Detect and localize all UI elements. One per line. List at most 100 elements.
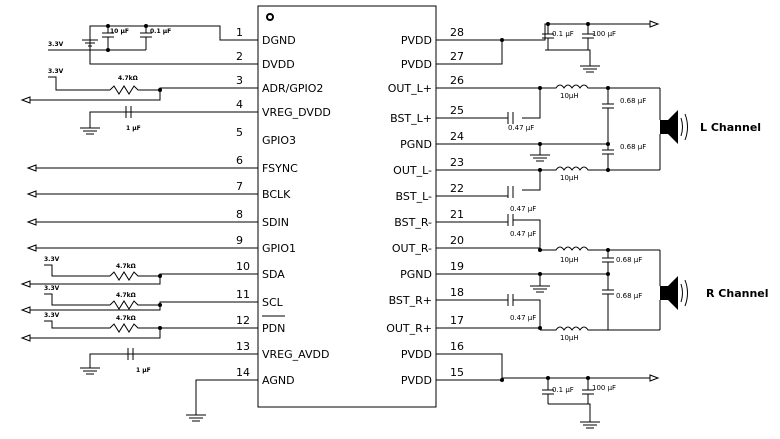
vreg-avdd-cap: 1 μF [80,348,258,375]
pin-label: OUT_R- [392,242,432,255]
pin-number: 21 [450,208,464,221]
pin-number: 11 [236,288,250,301]
svg-text:0.68 μF: 0.68 μF [616,292,642,300]
pin-number: 9 [236,234,243,247]
cap-100uF-bottom: 100 μF [592,384,616,392]
dvdd-decoupling: 3.3V 10 μF 0.1 μF [48,24,258,65]
pin-number: 16 [450,340,464,353]
svg-text:0.68 μF: 0.68 μF [616,256,642,264]
svg-text:4.7kΩ: 4.7kΩ [116,292,136,299]
pin-label: FSYNC [262,162,298,175]
i2c-pullups: 3.3V 4.7kΩ 3.3V 4.7kΩ 3.3V 4.7kΩ [20,256,258,342]
pin-number: 24 [450,130,464,143]
cap-10uF: 10 μF [110,28,129,35]
pin-number: 10 [236,260,250,273]
cap-01uF-top: 0.1 μF [552,30,574,38]
right-channel-label: R Channel [706,287,769,300]
adr-network: 3.3V 4.7kΩ [20,68,258,104]
label-3v3-a: 3.3V [48,41,64,48]
pin-number: 23 [450,156,464,169]
pin-label: DGND [262,34,296,47]
pin-label: ADR/GPIO2 [262,82,323,95]
pin-label: PGND [400,138,432,151]
vreg-dvdd-cap: 1 μF [80,106,258,135]
pin-label: PVDD [401,374,432,387]
right-pin-group: 28PVDD27PVDD26OUT_L+25BST_L+24PGND23OUT_… [386,26,464,387]
pin-number: 22 [450,182,464,195]
pin-label: BCLK [262,188,291,201]
right-channel-filter: 0.47 μF 10μH 0.68 μF 0.68 μF 0.47 μF 10μ… [436,214,769,342]
pin-number: 1 [236,26,243,39]
pin-label: OUT_L- [393,164,432,177]
svg-text:0.47 μF: 0.47 μF [510,314,536,322]
pin-number: 2 [236,50,243,63]
i2s-inputs [26,164,258,252]
pin-number: 15 [450,366,464,379]
pin-number: 7 [236,180,243,193]
pin-number: 14 [236,366,250,379]
ic-body [257,5,437,408]
pin-label: SDIN [262,216,289,229]
pin-label: BST_R- [394,216,432,229]
pin-label: PVDD [401,34,432,47]
pin-number: 20 [450,234,464,247]
cap-1uF-a: 1 μF [126,125,141,132]
svg-text:3.3V: 3.3V [44,285,60,292]
svg-text:4.7kΩ: 4.7kΩ [116,263,136,270]
pin-label: BST_R+ [389,294,432,307]
pin-number: 17 [450,314,464,327]
pin-label: BST_L- [396,190,432,203]
svg-text:10μH: 10μH [560,174,579,182]
pin-label: PVDD [401,58,432,71]
pin-label: BST_L+ [390,112,432,125]
pin-label: OUT_L+ [388,82,432,95]
pin-label: DVDD [262,58,295,71]
cap-01uF-bottom: 0.1 μF [552,386,574,394]
svg-text:0.47 μF: 0.47 μF [508,124,534,132]
pin-label: SCL [262,296,284,309]
pin-label: AGND [262,374,295,387]
svg-text:10μH: 10μH [560,334,579,342]
svg-text:4.7kΩ: 4.7kΩ [116,315,136,322]
pin-number: 6 [236,154,243,167]
pin-label: VREG_AVDD [262,348,329,361]
pin1-marker [266,13,274,21]
svg-text:3.3V: 3.3V [44,256,60,263]
cap-1uF-b: 1 μF [136,367,151,374]
pin-number: 27 [450,50,464,63]
svg-text:0.68 μF: 0.68 μF [620,97,646,105]
pin-label: GPIO1 [262,242,296,255]
pin-number: 28 [450,26,464,39]
svg-text:10μH: 10μH [560,92,579,100]
left-channel-label: L Channel [700,121,761,134]
pin-number: 13 [236,340,250,353]
pin-number: 3 [236,74,243,87]
pvdd-bottom-decoupling: 0.1 μF 100 μF [436,353,660,429]
svg-text:10μH: 10μH [560,256,579,264]
agnd-ground [186,379,258,422]
svg-text:0.68 μF: 0.68 μF [620,143,646,151]
cap-01uF-left: 0.1 μF [150,28,171,35]
pin-label: PVDD [401,348,432,361]
svg-text:0.47 μF: 0.47 μF [510,230,536,238]
cap-100uF-top: 100 μF [592,30,616,38]
pin-label: GPIO3 [262,134,296,147]
pin-number: 8 [236,208,243,221]
label-3v3-b: 3.3V [48,68,64,75]
pin-number: 25 [450,104,464,117]
left-channel-filter: 10μH 0.47 μF 0.68 μF 0.68 μF 10μH 0.47 μ… [436,84,761,213]
pin-number: 12 [236,314,250,327]
pin-label: SDA [262,268,285,281]
pvdd-top-decoupling: 0.1 μF 100 μF [436,20,660,73]
pin-number: 4 [236,98,243,111]
pin-number: 26 [450,74,464,87]
pin-label: PDN [262,322,285,335]
res-47k-a: 4.7kΩ [118,75,138,82]
pin-label: PGND [400,268,432,281]
pin-number: 5 [236,126,243,139]
pin-label: VREG_DVDD [262,106,331,119]
pin-number: 18 [450,286,464,299]
pin-number: 19 [450,260,464,273]
